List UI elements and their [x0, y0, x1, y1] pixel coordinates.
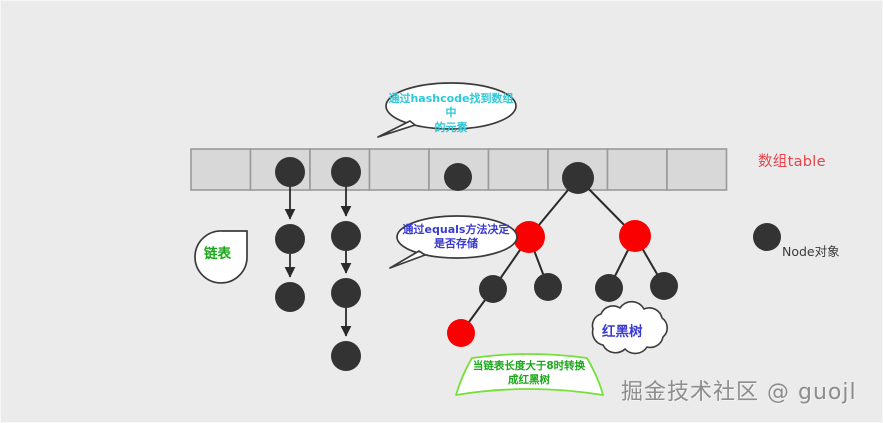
tree-node-left-right [534, 273, 562, 301]
array-table-label: 数组table [758, 154, 826, 170]
array-cell-8 [666, 148, 728, 191]
tree-node-left-left [479, 275, 507, 303]
chain2-node-2 [331, 221, 361, 251]
linked-list-chain-2 [331, 157, 361, 371]
red-black-tree-label: 红黑树 [602, 324, 643, 340]
chain2-node-1 [331, 157, 361, 187]
chain2-node-4 [331, 341, 361, 371]
chain1-node-1 [275, 157, 305, 187]
linked-list-label-shape [194, 230, 248, 284]
chain1-node-3 [275, 282, 305, 312]
tree-node-right-right [650, 272, 678, 300]
array-cell-3 [368, 148, 430, 191]
node-object-legend-label: Node对象 [782, 244, 840, 259]
watermark-text: 掘金技术社区 @ guojl [621, 380, 857, 405]
array-cell-7 [606, 148, 668, 191]
array-cell-5 [487, 148, 549, 191]
callout-hashcode-text: 通过hashcode找到数组中 的元素 [388, 92, 514, 134]
bucket-node-4 [444, 163, 472, 191]
chain1-node-2 [275, 224, 305, 254]
tree-node-right-red [619, 220, 651, 252]
legend-node-icon [753, 223, 781, 251]
callout-equals-text: 通过equals方法决定 是否存储 [402, 223, 510, 251]
tree-node-root [562, 162, 594, 194]
callout-convert-banner [455, 353, 604, 396]
array-cell-0 [190, 148, 252, 191]
tree-node-leaf-red [447, 319, 475, 347]
linked-list-label: 链表 [204, 246, 231, 262]
callout-convert-text: 当链表长度大于8时转换 成红黑树 [472, 360, 586, 386]
tree-node-left-red [513, 221, 545, 253]
red-black-tree-label-shape [591, 300, 668, 355]
linked-list-chain-1 [275, 157, 305, 312]
red-black-tree [447, 162, 678, 347]
callout-hashcode-bubble [377, 82, 517, 138]
tree-node-right-left [595, 274, 623, 302]
chain2-node-3 [331, 278, 361, 308]
callout-equals-bubble [389, 215, 518, 269]
